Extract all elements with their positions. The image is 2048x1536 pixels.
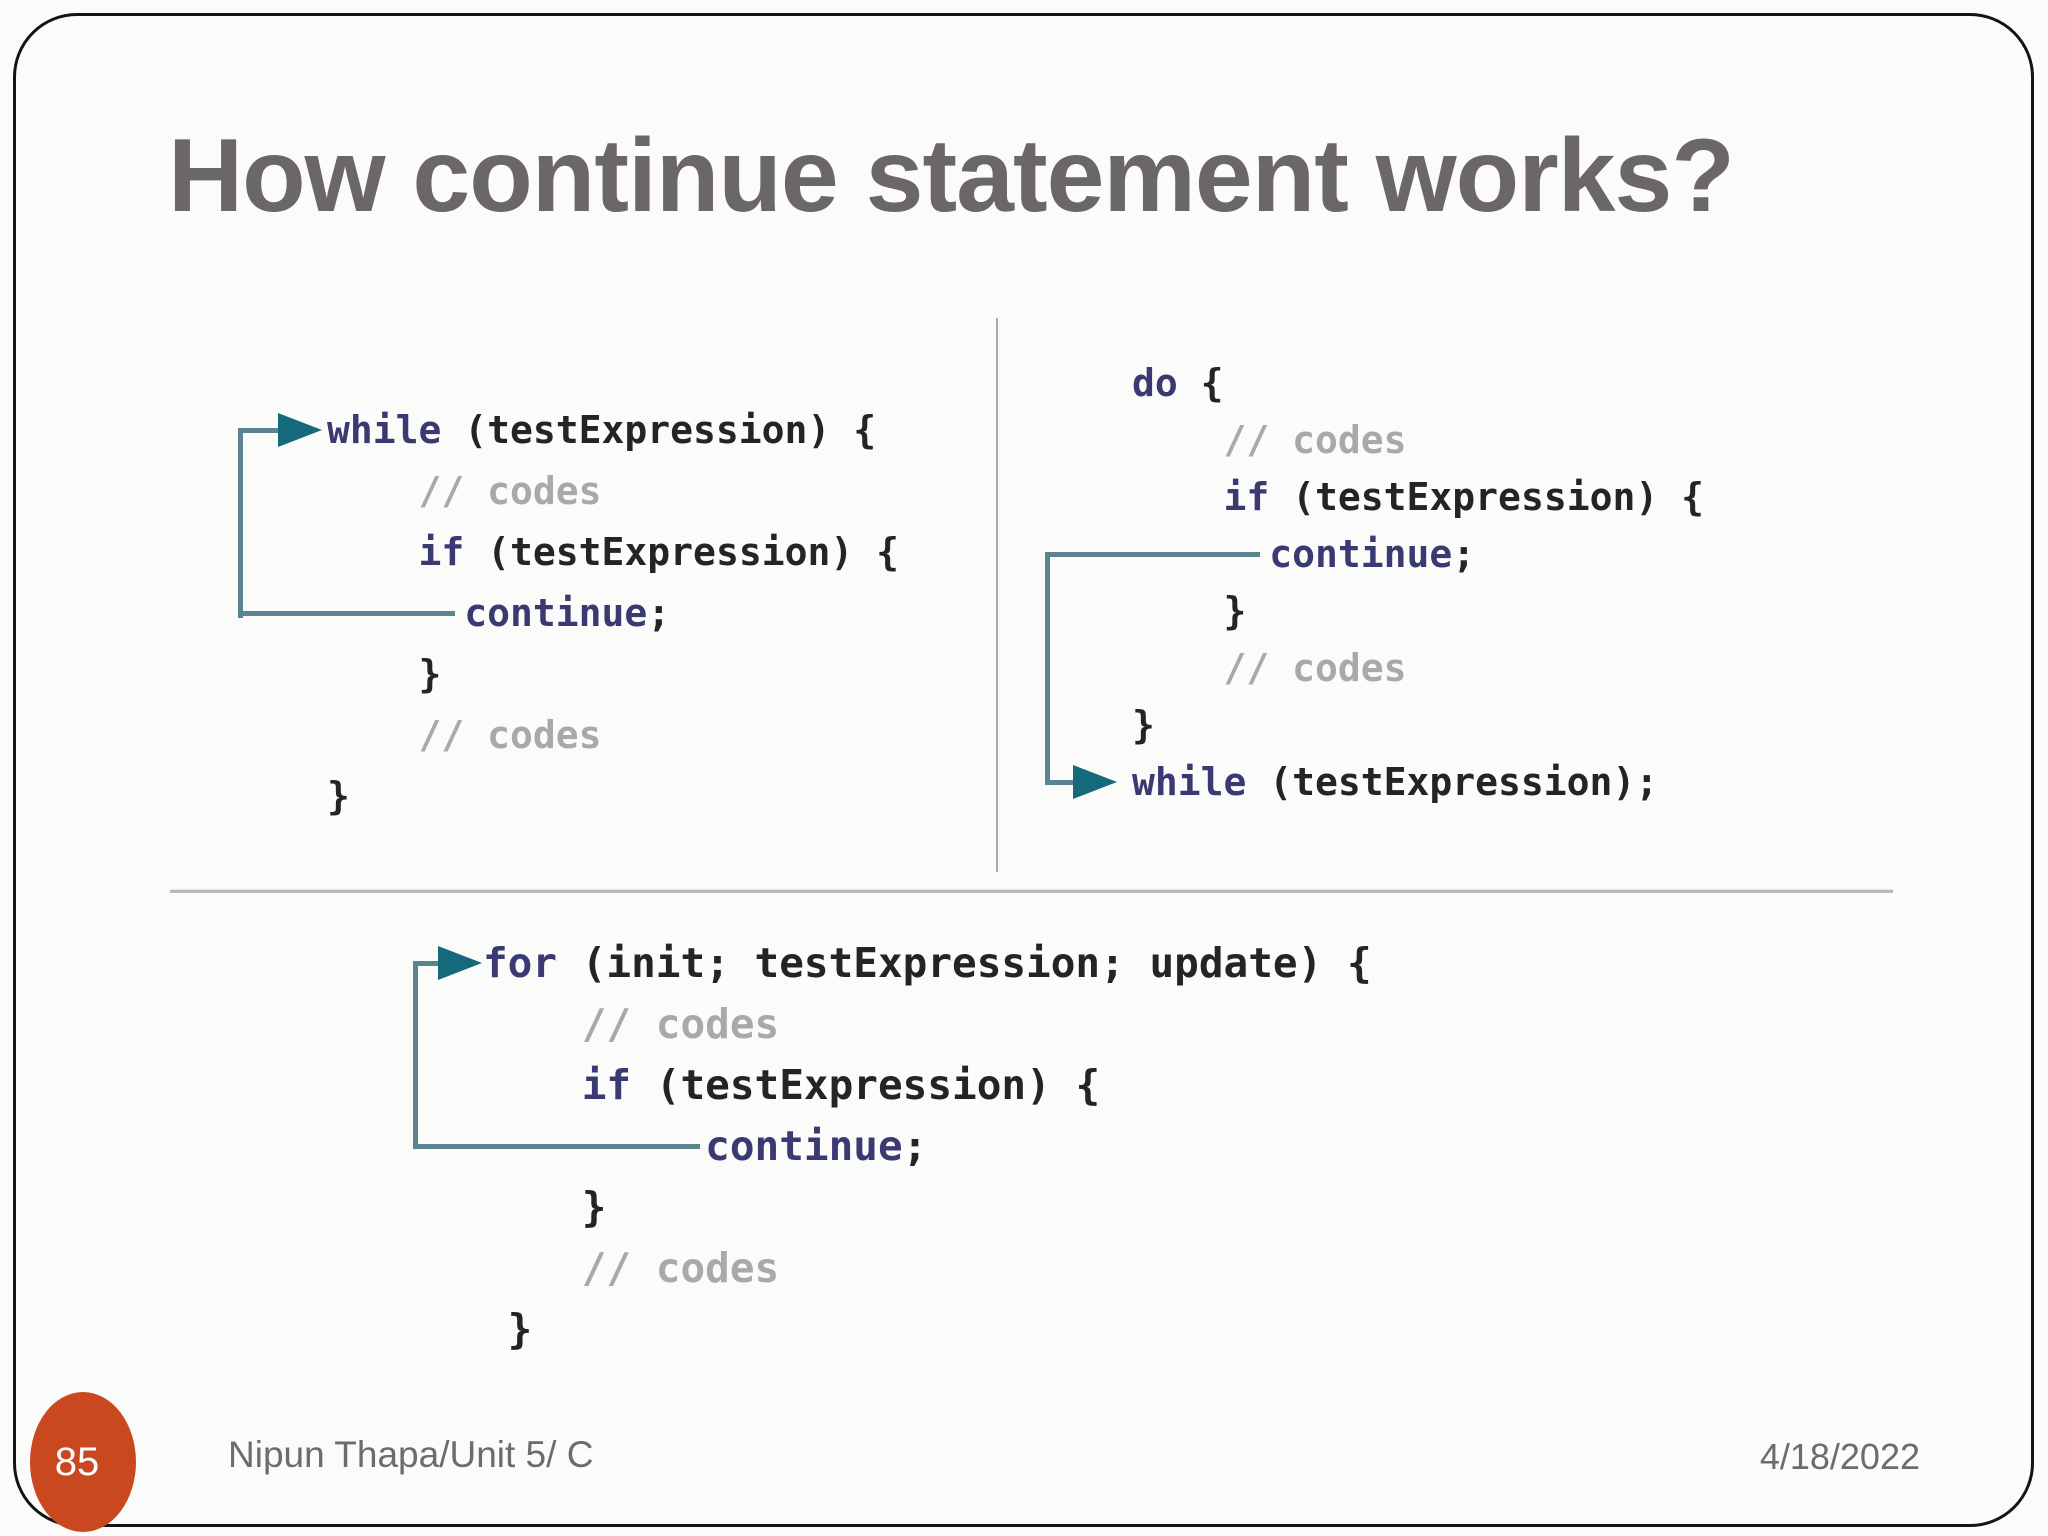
code-token: // codes [483, 1244, 780, 1292]
code-line: while (testExpression); [1132, 754, 1704, 811]
code-token: continue [1269, 532, 1453, 576]
do-while-arrow-line-top [1045, 552, 1260, 557]
code-line: continue; [483, 1116, 1372, 1177]
code-token: { [1177, 361, 1224, 405]
code-token: // codes [327, 713, 602, 757]
code-token: (testExpression) { [1269, 475, 1704, 519]
while-arrow-line-vertical [238, 428, 243, 618]
footer-date: 4/18/2022 [1759, 1436, 1920, 1477]
code-line: } [327, 766, 899, 827]
code-token: } [1132, 589, 1247, 633]
code-token: // codes [1132, 418, 1407, 462]
code-line: if (testExpression) { [483, 1055, 1372, 1116]
for-loop-code: for (init; testExpression; update) { // … [483, 933, 1372, 1360]
code-token: continue [464, 591, 648, 635]
horizontal-divider [170, 889, 1893, 893]
code-line: // codes [327, 461, 899, 522]
slide-border [13, 13, 2034, 1527]
code-token: } [327, 652, 442, 696]
code-token: (testExpression) { [464, 530, 899, 574]
code-token: do [1132, 361, 1178, 405]
code-line: continue; [1132, 526, 1704, 583]
code-token: ; [647, 591, 671, 635]
do-while-arrowhead-icon [1073, 765, 1117, 799]
for-arrow-line-vertical [413, 961, 418, 1149]
for-arrow-line-bottom [413, 1144, 700, 1149]
code-token [327, 530, 419, 574]
page-title: How continue statement works? [168, 118, 1735, 234]
code-line: if (testExpression) { [327, 522, 899, 583]
code-token: while [327, 408, 442, 452]
code-line: // codes [483, 1238, 1372, 1299]
code-token: (init; testExpression; update) { [557, 939, 1372, 987]
code-token: ; [902, 1122, 928, 1170]
for-arrow-line-top [413, 961, 438, 966]
code-line: } [1132, 583, 1704, 640]
code-line: do { [1132, 355, 1704, 412]
do-while-arrow-line-bottom [1045, 780, 1073, 785]
code-line: // codes [1132, 412, 1704, 469]
code-line: if (testExpression) { [1132, 469, 1704, 526]
code-token: if [418, 530, 465, 574]
code-token: ; [1452, 532, 1476, 576]
do-while-arrow-line-vertical [1045, 552, 1050, 785]
code-line: // codes [483, 994, 1372, 1055]
code-token: // codes [483, 1000, 780, 1048]
code-token: if [581, 1061, 632, 1109]
code-token: } [483, 1183, 607, 1231]
footer-credit: Nipun Thapa/Unit 5/ C [228, 1434, 594, 1475]
code-token: (testExpression) { [631, 1061, 1101, 1109]
code-token: // codes [327, 469, 602, 513]
code-line: continue; [327, 583, 899, 644]
do-while-loop-code: do { // codes if (testExpression) { cont… [1132, 355, 1704, 811]
code-token [1132, 475, 1224, 519]
code-token: for [483, 939, 558, 987]
code-token: while [1132, 760, 1247, 804]
code-line: for (init; testExpression; update) { [483, 933, 1372, 994]
code-line: // codes [327, 705, 899, 766]
page-number-badge: 85 [30, 1392, 136, 1532]
while-loop-code: while (testExpression) { // codes if (te… [327, 400, 899, 827]
code-token: if [1223, 475, 1270, 519]
code-line: } [483, 1299, 1372, 1360]
code-token: (testExpression) { [441, 408, 877, 452]
while-arrow-line-top [238, 428, 278, 433]
code-line: } [1132, 697, 1704, 754]
code-token: } [1132, 703, 1155, 747]
code-line: // codes [1132, 640, 1704, 697]
code-token [483, 1061, 582, 1109]
code-token: (testExpression); [1246, 760, 1659, 804]
while-arrowhead-icon [278, 413, 322, 447]
code-line: } [327, 644, 899, 705]
for-arrowhead-icon [438, 946, 482, 980]
while-arrow-line-bottom [238, 611, 455, 616]
vertical-divider [996, 318, 998, 872]
code-line: while (testExpression) { [327, 400, 899, 461]
code-token: continue [705, 1122, 903, 1170]
code-token: // codes [1132, 646, 1407, 690]
page-number: 85 [54, 1439, 100, 1484]
code-token: } [327, 774, 350, 818]
code-line: } [483, 1177, 1372, 1238]
code-token: } [483, 1305, 533, 1353]
